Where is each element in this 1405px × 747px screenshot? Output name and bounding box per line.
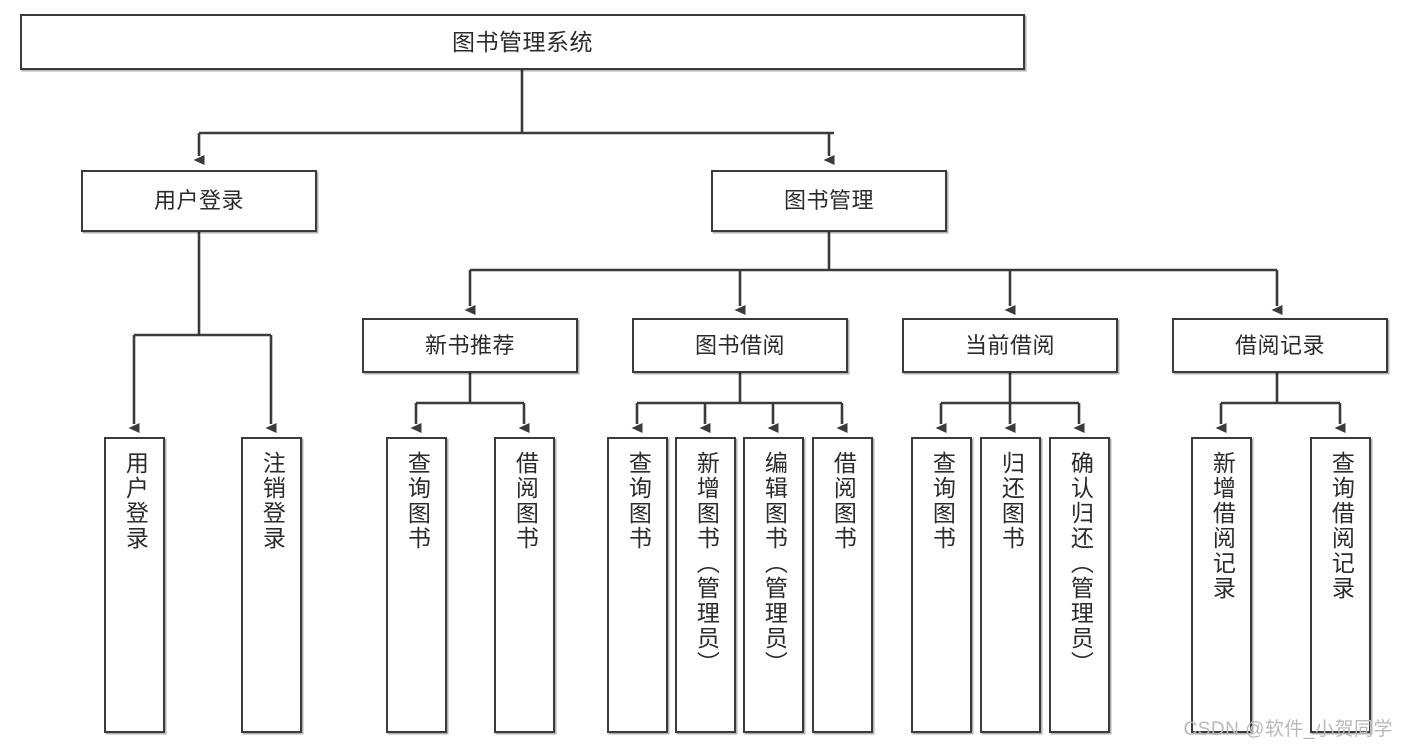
- node-user-login[interactable]: 用户登录: [81, 170, 317, 232]
- node-leaf-cb-confirm-label: 确认归还（管理员）: [1067, 451, 1094, 676]
- node-leaf-logout-label: 注销登录: [259, 451, 286, 551]
- node-book-borrow-label: 图书借阅: [694, 332, 785, 358]
- node-new-book-rec[interactable]: 新书推荐: [362, 318, 578, 373]
- node-root[interactable]: 图书管理系统: [20, 14, 1025, 70]
- node-borrow-record-label: 借阅记录: [1234, 332, 1325, 358]
- node-leaf-rec-query[interactable]: 查询图书: [386, 437, 447, 733]
- node-leaf-logout[interactable]: 注销登录: [241, 437, 302, 733]
- node-borrow-record[interactable]: 借阅记录: [1172, 318, 1388, 373]
- node-book-manage-label: 图书管理: [783, 188, 874, 214]
- node-current-borrow[interactable]: 当前借阅: [902, 318, 1118, 373]
- node-leaf-rec-borrow-label: 借阅图书: [512, 451, 539, 551]
- node-root-label: 图书管理系统: [452, 28, 593, 55]
- node-leaf-br-query[interactable]: 查询借阅记录: [1310, 437, 1371, 733]
- node-leaf-rec-borrow[interactable]: 借阅图书: [494, 437, 555, 733]
- node-leaf-bb-borrow[interactable]: 借阅图书: [812, 437, 873, 733]
- node-leaf-bb-add-label: 新增图书（管理员）: [693, 451, 720, 676]
- node-leaf-bb-borrow-label: 借阅图书: [830, 451, 857, 551]
- node-leaf-bb-add[interactable]: 新增图书（管理员）: [675, 437, 736, 733]
- node-leaf-cb-query[interactable]: 查询图书: [911, 437, 972, 733]
- node-leaf-br-add[interactable]: 新增借阅记录: [1191, 437, 1252, 733]
- node-leaf-user-login[interactable]: 用户登录: [104, 437, 165, 733]
- node-leaf-bb-edit[interactable]: 编辑图书（管理员）: [743, 437, 804, 733]
- node-new-book-rec-label: 新书推荐: [424, 332, 515, 358]
- node-leaf-bb-query-label: 查询图书: [625, 451, 652, 551]
- node-leaf-br-query-label: 查询借阅记录: [1328, 451, 1355, 601]
- node-leaf-cb-return-label: 归还图书: [998, 451, 1025, 551]
- csdn-watermark: CSDN @软件_小贺同学: [1183, 719, 1393, 740]
- node-leaf-user-login-label: 用户登录: [122, 451, 149, 551]
- node-current-borrow-label: 当前借阅: [964, 332, 1055, 358]
- node-leaf-cb-confirm[interactable]: 确认归还（管理员）: [1049, 437, 1110, 733]
- node-leaf-bb-query[interactable]: 查询图书: [607, 437, 668, 733]
- node-leaf-bb-edit-label: 编辑图书（管理员）: [761, 451, 788, 676]
- node-leaf-br-add-label: 新增借阅记录: [1209, 451, 1236, 601]
- node-book-borrow[interactable]: 图书借阅: [632, 318, 848, 373]
- node-book-manage[interactable]: 图书管理: [711, 170, 947, 232]
- node-leaf-cb-query-label: 查询图书: [929, 451, 956, 551]
- node-user-login-label: 用户登录: [153, 188, 244, 214]
- node-leaf-rec-query-label: 查询图书: [404, 451, 431, 551]
- node-leaf-cb-return[interactable]: 归还图书: [980, 437, 1041, 733]
